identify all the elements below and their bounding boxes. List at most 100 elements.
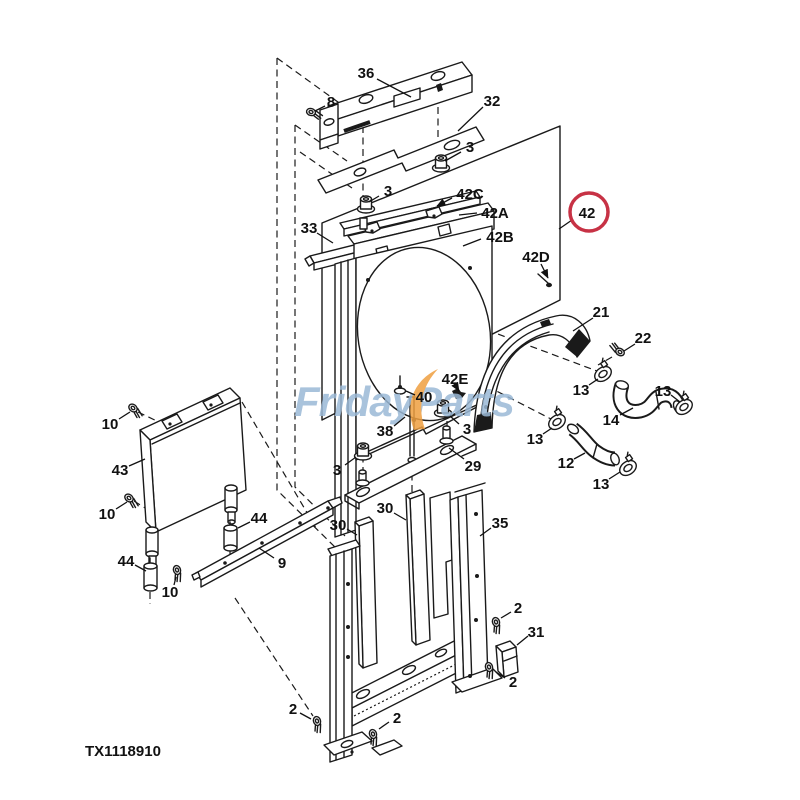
part-label-42E: 42E bbox=[442, 371, 469, 388]
callout-2: 2 bbox=[495, 671, 517, 691]
part-label-2: 2 bbox=[289, 701, 297, 718]
part-label-2: 2 bbox=[393, 710, 401, 727]
part-label-9: 9 bbox=[278, 555, 286, 572]
part-label-8: 8 bbox=[327, 94, 335, 111]
callout-29: 29 bbox=[448, 447, 481, 475]
callout-42A: 42A bbox=[458, 205, 509, 222]
seal-strip-30-left bbox=[354, 516, 378, 669]
callout-3: 3 bbox=[449, 415, 471, 438]
mount-44-left bbox=[143, 557, 158, 592]
leader-line bbox=[670, 394, 681, 403]
part-label-36: 36 bbox=[358, 65, 375, 82]
leader-line bbox=[118, 411, 131, 420]
leader-line bbox=[444, 151, 462, 162]
leader-line bbox=[462, 238, 482, 247]
leader-line bbox=[573, 452, 586, 460]
callout-2: 2 bbox=[378, 710, 401, 730]
callout-33: 33 bbox=[301, 220, 334, 244]
bolt-icon bbox=[609, 342, 625, 357]
leader-line bbox=[344, 456, 357, 466]
part-label-10: 10 bbox=[162, 584, 179, 601]
plate-29 bbox=[344, 425, 477, 510]
leader-line bbox=[393, 512, 407, 521]
block-31 bbox=[495, 640, 519, 678]
leader-line bbox=[134, 564, 147, 572]
leader-line bbox=[540, 263, 549, 279]
plate-32 bbox=[317, 126, 485, 230]
part-label-32: 32 bbox=[484, 93, 501, 110]
frame-back-sheet bbox=[429, 491, 453, 619]
callout-13: 13 bbox=[655, 383, 681, 403]
callout-13: 13 bbox=[593, 471, 621, 493]
callout-44: 44 bbox=[118, 553, 147, 572]
bolt-icon bbox=[484, 661, 494, 680]
leader-line bbox=[258, 547, 275, 559]
callout-43: 43 bbox=[112, 458, 146, 479]
leader-line bbox=[495, 671, 506, 679]
bolt-icon bbox=[305, 107, 324, 120]
callout-42E: 42E bbox=[442, 371, 469, 392]
leader-line bbox=[448, 447, 465, 460]
leader-line bbox=[619, 407, 634, 416]
part-label-31: 31 bbox=[528, 624, 545, 641]
figure-code: TX1118910 bbox=[85, 743, 161, 760]
highlight-circle-icon bbox=[568, 191, 610, 233]
callout-10: 10 bbox=[162, 576, 179, 601]
callout-3: 3 bbox=[444, 139, 474, 162]
clamp-icon bbox=[675, 390, 693, 416]
part-label-3: 3 bbox=[333, 462, 341, 479]
part-label-43: 43 bbox=[112, 462, 129, 479]
callout-42C: 42C bbox=[436, 186, 484, 207]
callout-10: 10 bbox=[99, 501, 128, 523]
bolt-icon bbox=[312, 715, 322, 734]
fan-opening bbox=[356, 246, 492, 422]
part-label-30: 30 bbox=[330, 517, 347, 534]
part-label-22: 22 bbox=[635, 330, 652, 347]
bolt-icon bbox=[368, 728, 378, 747]
leader-line bbox=[368, 195, 380, 203]
callout-13: 13 bbox=[573, 378, 599, 399]
part-label-42D: 42D bbox=[522, 249, 550, 266]
leader-line bbox=[299, 712, 312, 720]
leader-line bbox=[572, 317, 594, 332]
callout-38: 38 bbox=[377, 416, 406, 440]
callout-30: 30 bbox=[377, 500, 407, 521]
part-label-10: 10 bbox=[99, 506, 116, 523]
leader-line bbox=[173, 576, 177, 586]
highlight-leader bbox=[558, 219, 573, 230]
highlight-42[interactable]: 42 bbox=[558, 191, 610, 233]
oil-cooler-43 bbox=[139, 387, 247, 571]
bolt-icon bbox=[491, 616, 501, 635]
bolt-icon bbox=[172, 564, 182, 583]
leader-line bbox=[458, 212, 478, 216]
watermark-swoosh bbox=[410, 369, 438, 430]
bolt-icon bbox=[128, 403, 143, 419]
part-label-33: 33 bbox=[301, 220, 318, 237]
tank-42a bbox=[347, 202, 495, 263]
leader-line bbox=[128, 458, 146, 467]
callout-13: 13 bbox=[527, 427, 553, 448]
callout-22: 22 bbox=[623, 330, 652, 352]
clamp-icon bbox=[548, 405, 566, 431]
leader-line bbox=[115, 501, 128, 510]
leader-line bbox=[316, 232, 334, 244]
callout-31: 31 bbox=[516, 624, 545, 646]
leader-line bbox=[436, 197, 453, 207]
part-label-42B: 42B bbox=[486, 229, 514, 246]
part-label-13: 13 bbox=[527, 431, 544, 448]
seal-strip-30-right bbox=[405, 489, 431, 646]
callout-32: 32 bbox=[457, 93, 501, 132]
watermark: FridayParts bbox=[294, 369, 515, 430]
leader-line bbox=[405, 390, 416, 396]
frame-left-channel bbox=[323, 539, 403, 763]
nut-icon bbox=[356, 195, 376, 214]
fan-shroud-42b bbox=[355, 225, 493, 461]
callout-30: 30 bbox=[330, 517, 358, 536]
callout-40: 40 bbox=[405, 389, 432, 406]
leader-line bbox=[623, 343, 636, 352]
part-label-2: 2 bbox=[509, 674, 517, 691]
callout-42B: 42B bbox=[462, 229, 514, 247]
callout-2: 2 bbox=[289, 701, 312, 720]
clamp-icon bbox=[594, 357, 612, 383]
